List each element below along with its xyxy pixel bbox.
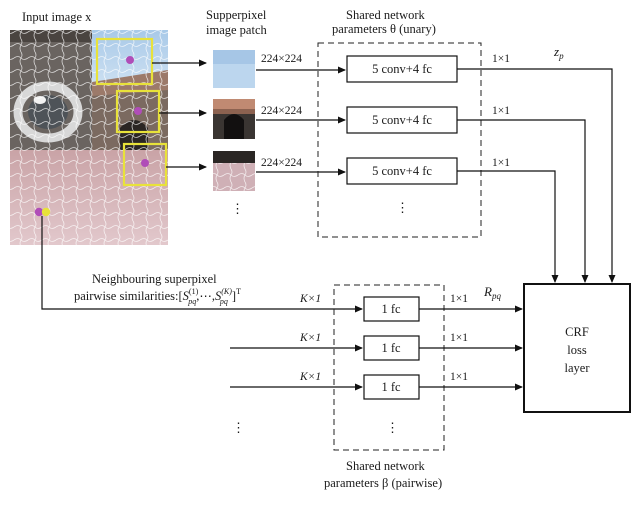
pairwise-desc-line1: Neighbouring superpixel: [92, 272, 217, 286]
unary-group-title-line2: parameters θ (unary): [332, 22, 436, 36]
crf-loss-layer: [523, 283, 631, 413]
unary-arrow-1: [457, 68, 616, 283]
superpixel-dot-3: [141, 159, 149, 167]
patch-thumb-1: [213, 50, 255, 88]
unary-box-1-label: 5 conv+4 fc: [372, 62, 432, 76]
r-pq-label: Rpq: [483, 284, 501, 301]
input-image-title: Input image x: [22, 10, 92, 24]
pairwise-desc-line2: pairwise similarities:[S(1)pq,⋯,S(K)pq]T: [74, 287, 241, 306]
pairwise-in-label-3: K×1: [299, 371, 321, 383]
pairwise-out-label-3: 1×1: [450, 371, 468, 383]
superpixel-dot-2: [134, 107, 142, 115]
pairwise-group-title-line1: Shared network: [346, 459, 426, 473]
patch-size-3: 224×224: [261, 157, 302, 169]
superpixel-dot-1: [126, 56, 134, 64]
unary-out-label-3: 1×1: [492, 157, 510, 169]
pairwise-in-label-1: K×1: [299, 293, 321, 305]
pairwise-box-3: [363, 374, 420, 400]
patch-box-3: [122, 142, 168, 187]
patches-title-line2: image patch: [206, 23, 267, 37]
pairwise-in-label-2: K×1: [299, 332, 321, 344]
z-p-label: zp: [553, 44, 564, 61]
crf-label-line1: CRF: [565, 325, 589, 339]
unary-box-2: [346, 106, 458, 134]
unary-ellipsis: ⋮: [396, 200, 409, 215]
pairwise-ellipsis: ⋮: [386, 420, 399, 435]
unary-box-3-label: 5 conv+4 fc: [372, 164, 432, 178]
input-image: [10, 30, 168, 245]
pairwise-box-3-label: 1 fc: [381, 380, 401, 394]
unary-arrow-3: [457, 170, 559, 283]
patch-box-2: [115, 89, 161, 134]
pairwise-group-frame: [333, 284, 445, 451]
unary-out-label-1: 1×1: [492, 53, 510, 65]
pairwise-out-label-2: 1×1: [450, 332, 468, 344]
patch-thumb-3: [213, 151, 255, 191]
patch-box-1: [95, 37, 154, 86]
patches-title-line1: Supperpixel: [206, 8, 267, 22]
unary-group-title-line1: Shared network: [346, 8, 426, 22]
patch-size-1: 224×224: [261, 53, 302, 65]
pairwise-input-line-1: [41, 216, 363, 313]
pairwise-box-1-label: 1 fc: [381, 302, 401, 316]
pairwise-out-label-1: 1×1: [450, 293, 468, 305]
superpixel-dot-p: [34, 207, 44, 217]
patch-size-2: 224×224: [261, 105, 302, 117]
pairwise-box-2-label: 1 fc: [381, 341, 401, 355]
patch-thumb-2: [213, 99, 255, 139]
crf-label-line3: layer: [565, 361, 591, 375]
superpixel-dot-q: [41, 207, 51, 217]
unary-box-2-label: 5 conv+4 fc: [372, 113, 432, 127]
unary-arrow-2: [457, 119, 589, 283]
crf-label-line2: loss: [567, 343, 587, 357]
unary-group-frame: [317, 42, 482, 238]
pairwise-group-title-line2: parameters β (pairwise): [324, 476, 442, 490]
patches-ellipsis: ⋮: [231, 201, 244, 216]
pairwise-input-ellipsis: ⋮: [232, 420, 245, 435]
unary-out-label-2: 1×1: [492, 105, 510, 117]
